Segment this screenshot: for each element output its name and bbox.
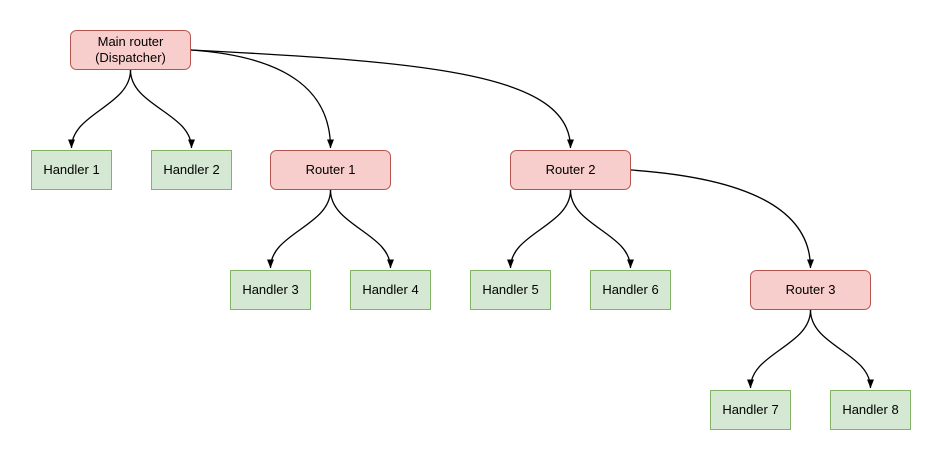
node-handler6-label: Handler 6 bbox=[602, 282, 659, 297]
node-handler6: Handler 6 bbox=[590, 270, 671, 310]
edge-router3-to-handler7 bbox=[747, 309, 812, 389]
node-handler7-label: Handler 7 bbox=[722, 402, 779, 417]
edge-router2-to-handler5 bbox=[507, 189, 572, 269]
edge-router1-to-handler4 bbox=[329, 189, 394, 269]
node-handler7: Handler 7 bbox=[710, 390, 791, 430]
node-router3: Router 3 bbox=[750, 270, 871, 310]
edge-router1-to-handler3 bbox=[267, 189, 332, 269]
edge-main-to-router1 bbox=[190, 49, 334, 149]
node-handler2-label: Handler 2 bbox=[163, 162, 220, 177]
edge-router2-to-handler6 bbox=[569, 189, 634, 269]
node-handler8-label: Handler 8 bbox=[842, 402, 899, 417]
node-handler4: Handler 4 bbox=[350, 270, 431, 310]
node-router1-label: Router 1 bbox=[305, 162, 356, 177]
node-main-router-label-line2: (Dispatcher) bbox=[95, 50, 166, 65]
node-main-router: Main router (Dispatcher) bbox=[70, 30, 191, 70]
node-main-router-label: Main router (Dispatcher) bbox=[95, 34, 166, 66]
node-router2: Router 2 bbox=[510, 150, 631, 190]
edge-router3-to-handler8 bbox=[809, 309, 874, 389]
node-handler1-label: Handler 1 bbox=[43, 162, 100, 177]
node-handler3-label: Handler 3 bbox=[242, 282, 299, 297]
edge-router2-to-router3 bbox=[630, 169, 814, 269]
node-main-router-label-line1: Main router bbox=[97, 34, 164, 49]
node-router1: Router 1 bbox=[270, 150, 391, 190]
node-handler8: Handler 8 bbox=[830, 390, 911, 430]
edge-main-to-handler1 bbox=[68, 69, 132, 149]
node-handler3: Handler 3 bbox=[230, 270, 311, 310]
node-handler2: Handler 2 bbox=[151, 150, 232, 190]
node-handler4-label: Handler 4 bbox=[362, 282, 419, 297]
edge-main-to-router2 bbox=[190, 49, 574, 149]
node-handler5: Handler 5 bbox=[470, 270, 551, 310]
node-router2-label: Router 2 bbox=[545, 162, 596, 177]
edge-main-to-handler2 bbox=[129, 69, 195, 149]
node-router3-label: Router 3 bbox=[785, 282, 836, 297]
node-handler5-label: Handler 5 bbox=[482, 282, 539, 297]
node-handler1: Handler 1 bbox=[31, 150, 112, 190]
